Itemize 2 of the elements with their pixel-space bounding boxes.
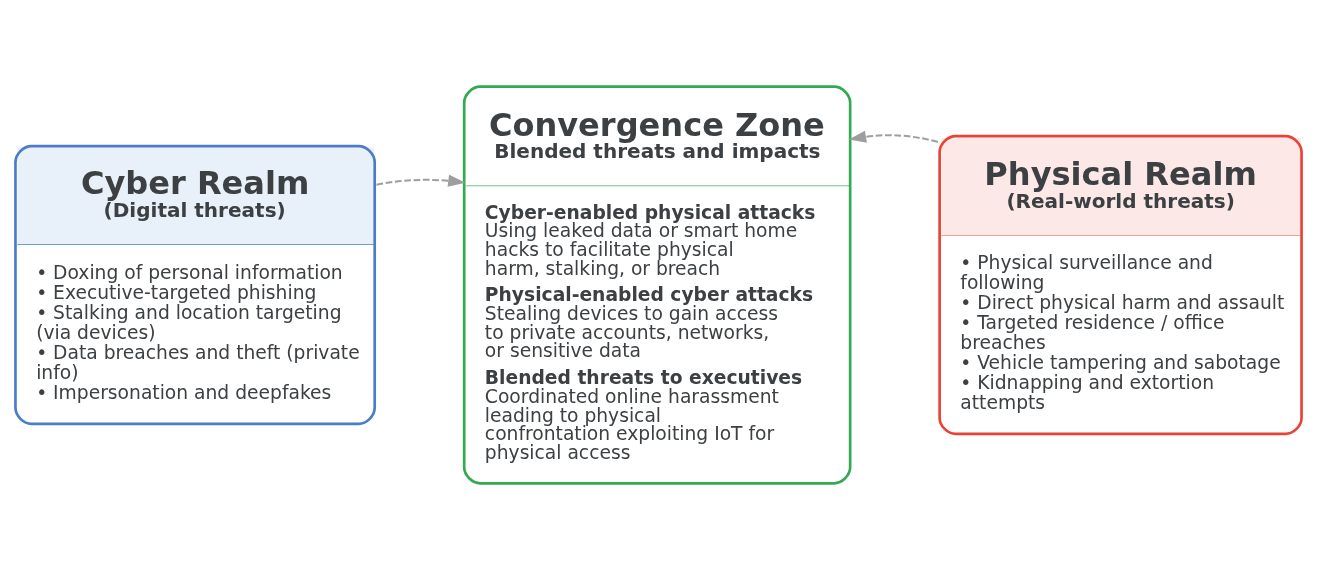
arrow — [375, 174, 466, 187]
arrow — [848, 130, 939, 143]
